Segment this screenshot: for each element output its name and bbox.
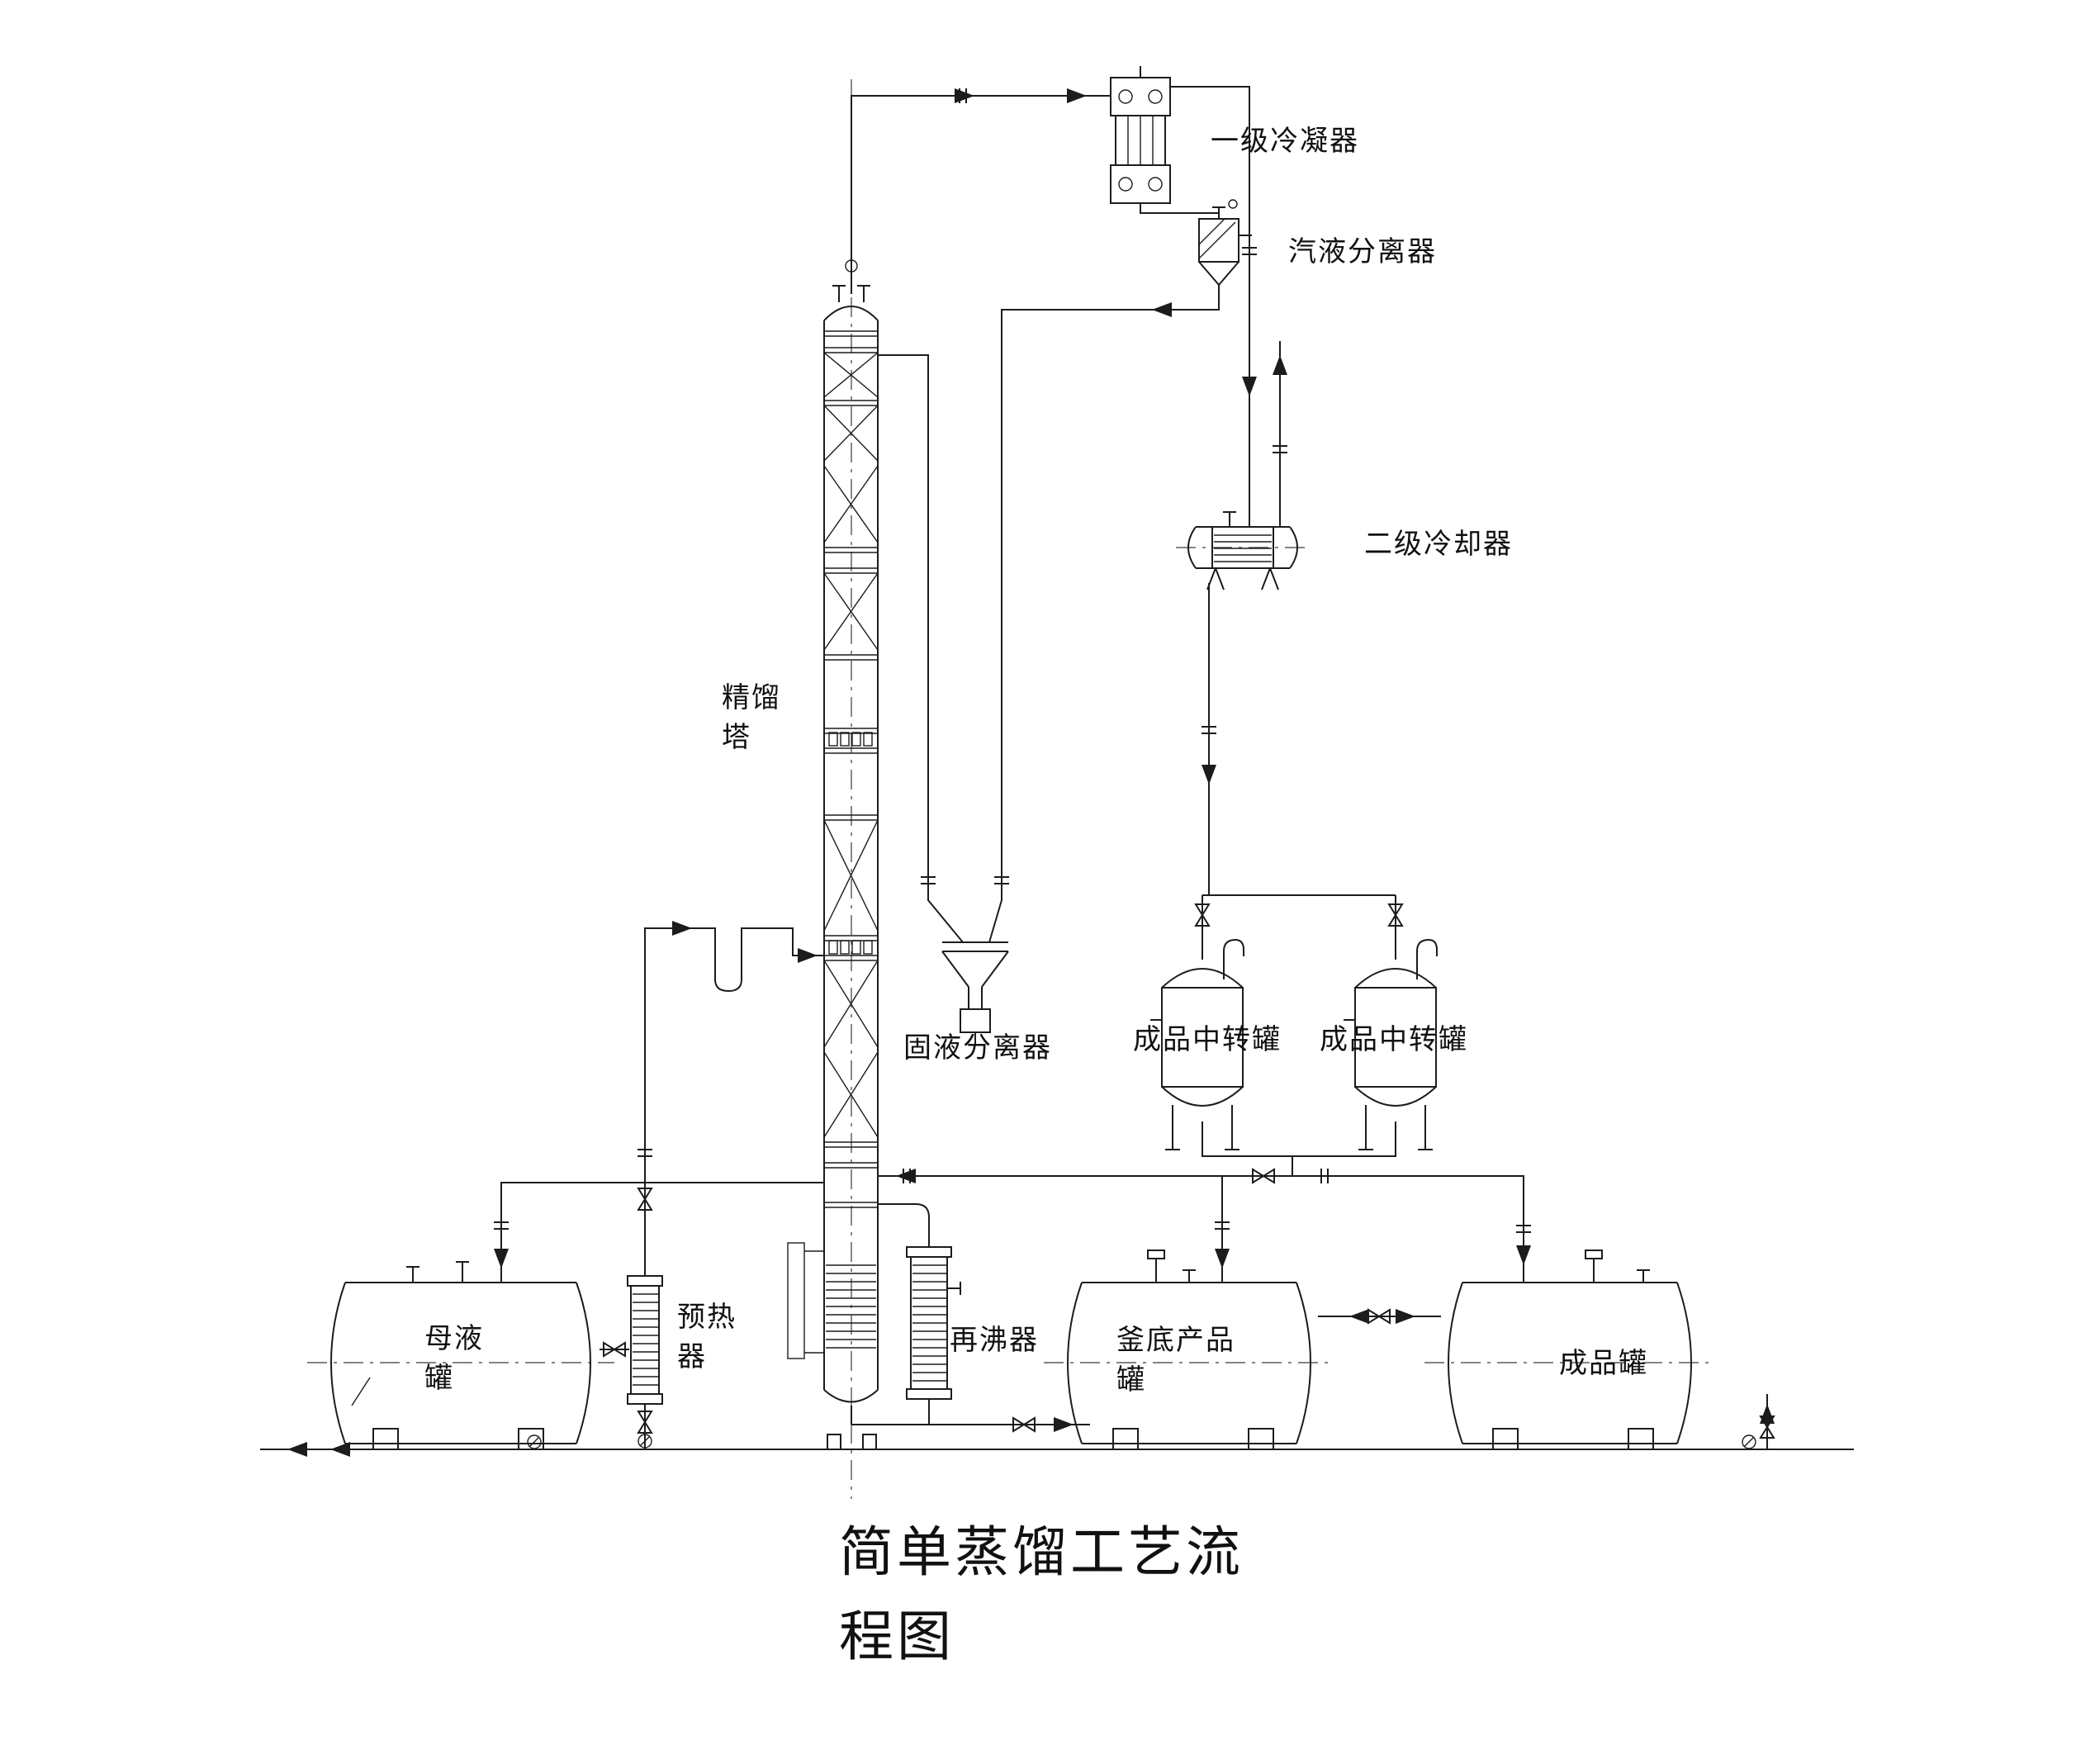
- vent-pipe: [1223, 938, 1244, 979]
- column-liquid-hatch: [826, 1264, 876, 1349]
- label-vapor-liquid-separator: 汽液分离器: [1288, 237, 1437, 268]
- transfer-tank-right: [1344, 938, 1438, 1150]
- label-mother-liquor-tank: 母液 罐: [424, 1324, 484, 1395]
- piping: [287, 66, 1775, 1457]
- label-secondary-cooler: 二级冷却器: [1364, 529, 1513, 560]
- label-solid-liquid-separator: 固液分离器: [903, 1033, 1052, 1064]
- bottoms-product-tank: [1067, 1250, 1311, 1450]
- column-trays: [828, 732, 873, 955]
- reboiler: [906, 1246, 961, 1400]
- level-gauge: [787, 1242, 805, 1359]
- label-primary-condenser: 一级冷凝器: [1211, 126, 1359, 157]
- label-distillation-column: 精馏 塔: [722, 683, 781, 754]
- secondary-cooler: [1187, 505, 1298, 590]
- label-transfer-tank-left: 成品中转罐: [1133, 1025, 1282, 1055]
- label-bottoms-product-tank: 釜底产品 罐: [1116, 1325, 1235, 1396]
- label-preheater: 预热 器: [677, 1302, 737, 1373]
- label-reboiler: 再沸器: [950, 1325, 1039, 1356]
- vent-pipe: [1416, 938, 1438, 979]
- distillation-column: [787, 259, 879, 1450]
- solid-liquid-separator: [941, 941, 1009, 1046]
- pump-icons: [527, 1434, 1756, 1449]
- primary-condenser: [1110, 77, 1171, 204]
- diagram-title: 简单蒸馏工艺流 程图: [839, 1523, 1244, 1668]
- instrument-icon: [845, 259, 858, 273]
- label-transfer-tank-right: 成品中转罐: [1320, 1025, 1468, 1055]
- transfer-tank-left: [1150, 938, 1244, 1150]
- product-tank: [1448, 1250, 1692, 1450]
- label-product-tank: 成品罐: [1559, 1349, 1648, 1379]
- centerlines: [307, 79, 1715, 1499]
- mother-liquor-tank: [330, 1261, 591, 1450]
- flow-arrow-icons: [287, 88, 1775, 1457]
- instrument-icon: [1228, 199, 1238, 209]
- preheater: [627, 1264, 663, 1405]
- vapor-liquid-separator: [1198, 199, 1239, 287]
